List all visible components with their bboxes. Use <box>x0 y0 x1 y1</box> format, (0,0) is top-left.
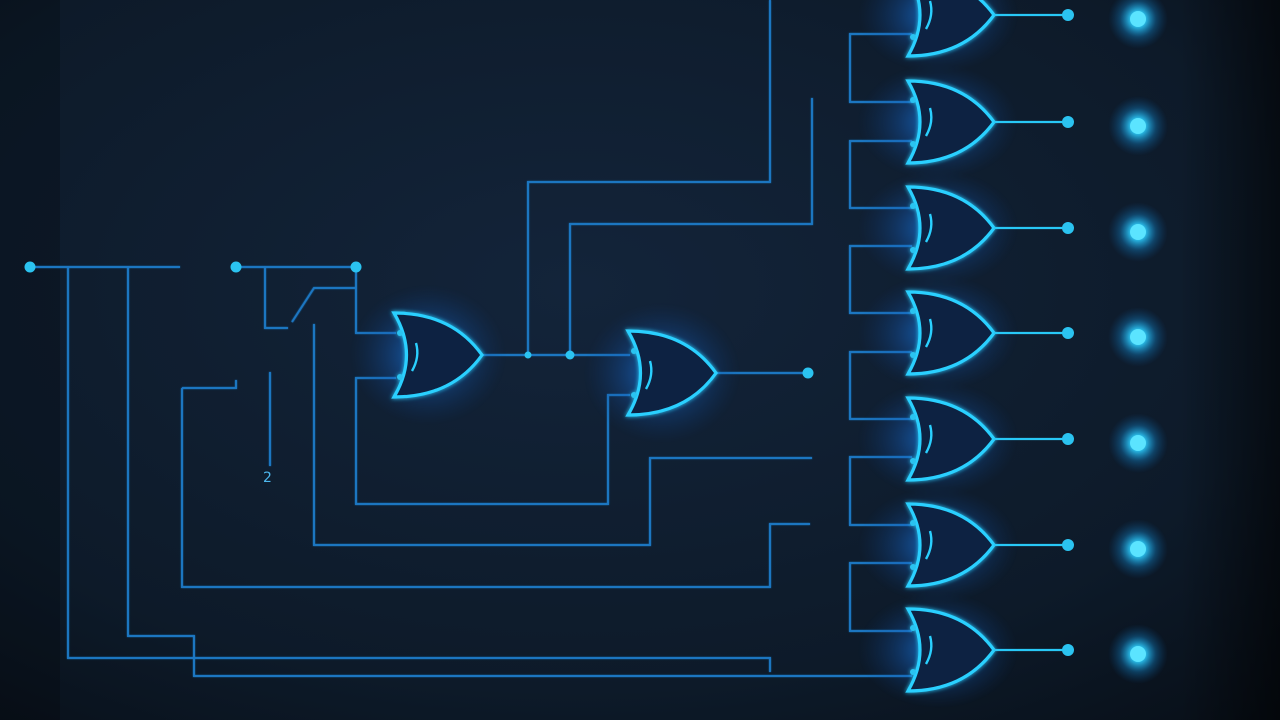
wire <box>127 267 912 677</box>
gate-input-dot <box>910 247 916 253</box>
led-core <box>1130 435 1146 451</box>
gate-inner-curve <box>924 530 933 560</box>
gate-input-dot <box>910 564 916 570</box>
led-icon <box>1108 96 1168 156</box>
gate-input-dot <box>910 669 916 675</box>
led-core <box>1130 329 1146 345</box>
left-vignette <box>0 0 60 720</box>
gate-body <box>905 0 996 58</box>
gate-input-dot <box>910 414 916 420</box>
gate-input-dot <box>910 458 916 464</box>
led-icon <box>1108 202 1168 262</box>
gate-body <box>905 502 996 588</box>
led-core <box>1130 118 1146 134</box>
gate-body <box>905 607 996 693</box>
or-gate-icon <box>858 0 1074 73</box>
gate-body <box>905 79 996 165</box>
gate-input-dot <box>910 203 916 209</box>
gate-inner-curve <box>924 107 933 137</box>
output-terminal <box>1062 327 1074 339</box>
led-column <box>1108 0 1168 684</box>
led-icon <box>1108 307 1168 367</box>
junction-nodes <box>24 261 814 379</box>
gate-inner-curve <box>924 424 933 454</box>
led-core <box>1130 646 1146 662</box>
input-terminal <box>24 261 36 273</box>
led-core <box>1130 11 1146 27</box>
gate-body <box>905 396 996 482</box>
output-terminal <box>1062 116 1074 128</box>
gate-input-dot <box>910 308 916 314</box>
output-terminal <box>1062 644 1074 656</box>
wire <box>181 388 810 588</box>
or-gate-icon <box>858 487 1074 603</box>
gate-input-dot <box>910 34 916 40</box>
output-terminal <box>802 367 814 379</box>
junction-dot <box>565 350 575 360</box>
or-gate-icon <box>584 303 740 443</box>
led-icon <box>1108 0 1168 49</box>
gate-input-dot <box>910 352 916 358</box>
input-terminal <box>230 261 242 273</box>
or-gate-icon <box>858 275 1074 391</box>
gate-body <box>905 185 996 271</box>
wire <box>313 324 812 546</box>
gate-input-dot <box>910 141 916 147</box>
or-gate-icon <box>858 64 1074 180</box>
wire <box>67 267 771 672</box>
led-core <box>1130 541 1146 557</box>
output-terminal <box>1062 433 1074 445</box>
or-gate-icon <box>858 592 1074 708</box>
gate-inner-curve <box>924 318 933 348</box>
gate-input-dot <box>910 97 916 103</box>
or-gate-icon <box>858 381 1074 497</box>
gate-inner-curve <box>924 635 933 665</box>
gate-inner-curve <box>924 213 933 243</box>
gate-input-dot <box>910 520 916 526</box>
input-terminal <box>350 261 362 273</box>
or-gate-column <box>858 0 1074 708</box>
led-core <box>1130 224 1146 240</box>
wire <box>527 0 771 355</box>
output-terminal <box>1062 222 1074 234</box>
or-gate-icon <box>350 285 506 425</box>
wire <box>569 98 813 355</box>
junction-dot <box>524 351 532 359</box>
wire <box>264 267 288 329</box>
gate-body <box>905 290 996 376</box>
or-gate-icon <box>858 170 1074 286</box>
gate-input-dot <box>910 625 916 631</box>
stray-label: 2 <box>263 470 272 486</box>
led-icon <box>1108 519 1168 579</box>
led-icon <box>1108 413 1168 473</box>
output-terminal <box>1062 9 1074 21</box>
wire <box>291 287 356 323</box>
wire <box>182 380 237 389</box>
right-vignette <box>1180 0 1280 720</box>
led-icon <box>1108 624 1168 684</box>
output-terminal <box>1062 539 1074 551</box>
gate-inner-curve <box>924 0 933 30</box>
